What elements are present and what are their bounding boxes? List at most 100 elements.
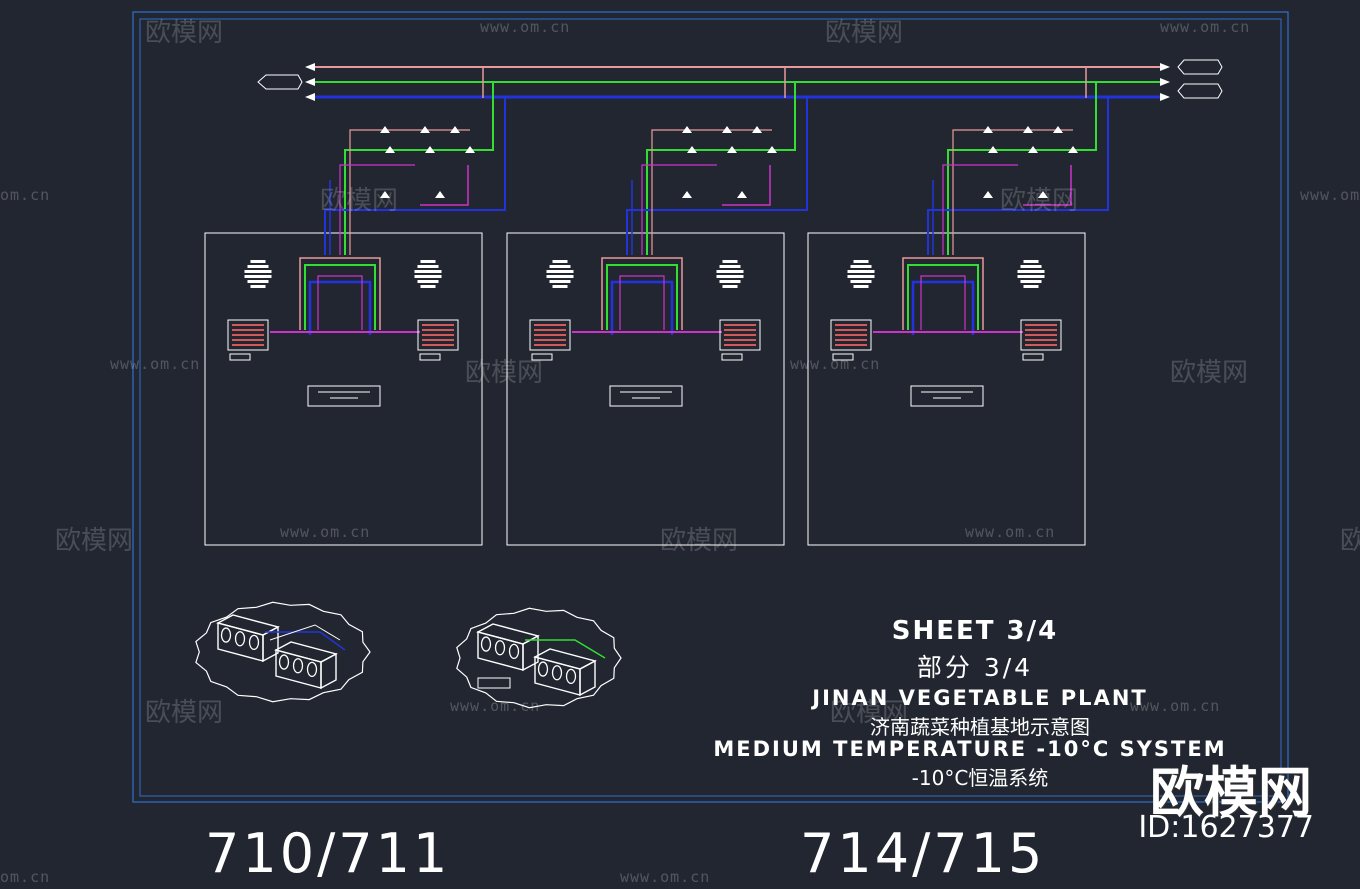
valve-symbol [687,146,697,153]
watermark-url: www.om.cn [965,523,1056,541]
room-loop-blue [911,280,975,335]
note-line [1017,270,1045,273]
discharge-line [651,129,772,255]
liquid-line [344,82,494,255]
fan-icon [480,636,492,652]
watermark-url: www.om.cn [110,355,201,373]
valve-symbol [722,126,732,133]
note-line [722,260,738,263]
fan-icon [551,665,563,681]
evaporator-casing [529,319,571,351]
equipment-note [1017,260,1045,288]
valve-symbol [988,146,998,153]
evaporator-casing [417,319,459,351]
iso-label-box [477,677,511,689]
room-tag-box [307,385,381,407]
evaporator-unit [719,319,761,361]
valve-symbol [1038,191,1048,198]
valve-symbol [1028,146,1038,153]
valve-symbol [465,146,475,153]
unit-side [579,659,596,697]
note-line [716,270,744,273]
watermark-url: www.om.cn [1300,186,1360,204]
liquid-line [947,82,1097,255]
suction-line [927,97,1109,255]
fan-icon [306,661,318,678]
watermark-logo: 欧模网 [830,698,909,728]
watermark-url: www.om.cn [1160,18,1251,36]
note-line [244,270,272,273]
connector-tag-right-2 [1177,83,1223,99]
watermark-url: www.om.cn [790,355,881,373]
fan-icon [220,627,232,643]
valve-symbol [767,146,777,153]
iso-cloud-border [456,607,622,709]
watermark-logo: 欧模网 [465,358,544,388]
room-loop-green [606,264,678,330]
note-line [244,275,272,278]
watermark-url: www.om.cn [620,868,711,886]
valve-symbol [380,126,390,133]
equipment-note [244,260,272,288]
evaporator-tag [419,353,441,361]
note-line [546,270,574,273]
note-line [719,265,741,268]
note-line [1017,275,1045,278]
valve-symbol [450,126,460,133]
room-loop-blue [610,280,674,335]
connector-tag-right-1 [1177,59,1223,75]
valve-symbol [737,191,747,198]
hot-gas-line [1023,165,1072,206]
note-line [1023,260,1039,263]
note-line [414,270,442,273]
note-line [1020,265,1042,268]
brand-logo: 欧模网 [1150,761,1312,824]
bypass-line [641,164,717,255]
evaporator-unit [227,319,269,361]
valve-symbol [983,191,993,198]
valve-symbol [682,126,692,133]
evaporator-unit [417,319,459,361]
watermark-logo: 欧模网 [660,526,739,556]
iso-pipe [269,624,341,641]
equipment-note [716,260,744,288]
hot-gas-line [722,165,771,206]
note-line [417,280,439,283]
watermark-url-short: om.cn [0,868,51,886]
watermark-logo: 欧模网 [320,186,399,216]
evaporator-tag [721,353,743,361]
note-line [250,260,266,263]
watermark-url: www.om.cn [450,697,541,715]
bypass-line [942,164,1018,255]
fan-icon [278,654,290,670]
outer-frame [132,11,1289,803]
note-line [719,280,741,283]
connector-tag-left [257,74,303,90]
room-loop-green [907,264,979,330]
equipment-note [546,260,574,288]
fan-icon [292,658,304,674]
note-line [552,260,568,263]
valve-symbol [435,191,445,198]
system-name: MEDIUM TEMPERATURE -10°C SYSTEM [713,737,1227,761]
room-loop-red [601,257,683,330]
condensing-unit [533,648,597,697]
valve-symbol [1068,146,1078,153]
condensing-unit [216,614,280,663]
iso-cloud-border [195,601,371,703]
watermark-logo: 欧模网 [1170,358,1249,388]
room-tag-box [609,385,683,407]
unit-label-left: 710/711 [205,822,451,885]
watermark-logo: 欧模网 [1000,186,1079,216]
valve-symbol [425,146,435,153]
note-line [247,280,269,283]
note-line [847,270,875,273]
room-outline [204,232,483,546]
fan-icon [248,634,260,651]
note-line [549,265,571,268]
hot-gas-line [420,165,469,206]
note-line [247,265,269,268]
equipment-note [414,260,442,288]
condensing-unit [476,623,540,672]
room-outline [506,232,785,546]
